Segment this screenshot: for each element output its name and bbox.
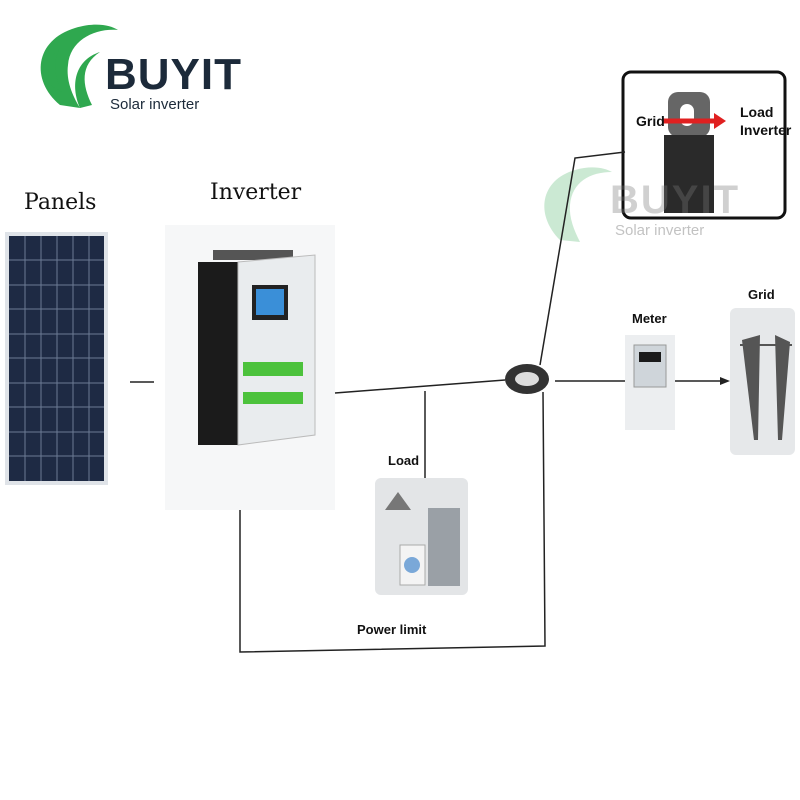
watermark-brand: BUYIT	[610, 178, 740, 222]
logo-brand: BUYIT	[105, 50, 242, 99]
wiring	[130, 151, 626, 653]
watermark-tagline: Solar inverter	[615, 222, 705, 239]
ct-load-label: Load	[740, 104, 774, 120]
solar-panel-image	[5, 232, 108, 485]
panels-label: Panels	[24, 190, 97, 215]
load-appliances-image	[375, 478, 468, 595]
power-limit-label: Power limit	[357, 622, 427, 637]
inverter-label: Inverter	[210, 180, 302, 205]
meter-label: Meter	[632, 311, 667, 326]
ct-grid-label: Grid	[636, 113, 665, 129]
arrow-to-grid	[675, 377, 730, 385]
meter-image	[625, 335, 675, 430]
inverter-image	[165, 225, 335, 510]
ct-sensor-panel	[621, 70, 787, 220]
watermark-swoosh-icon	[544, 167, 612, 242]
logo-tagline: Solar inverter	[110, 96, 200, 113]
ct-inverter-label: Inverter	[740, 122, 792, 138]
logo-swoosh-icon	[40, 24, 118, 109]
grid-tower-image	[730, 308, 795, 455]
ct-clamp-icon	[505, 364, 549, 394]
grid-label: Grid	[748, 287, 775, 302]
load-label: Load	[388, 453, 420, 468]
